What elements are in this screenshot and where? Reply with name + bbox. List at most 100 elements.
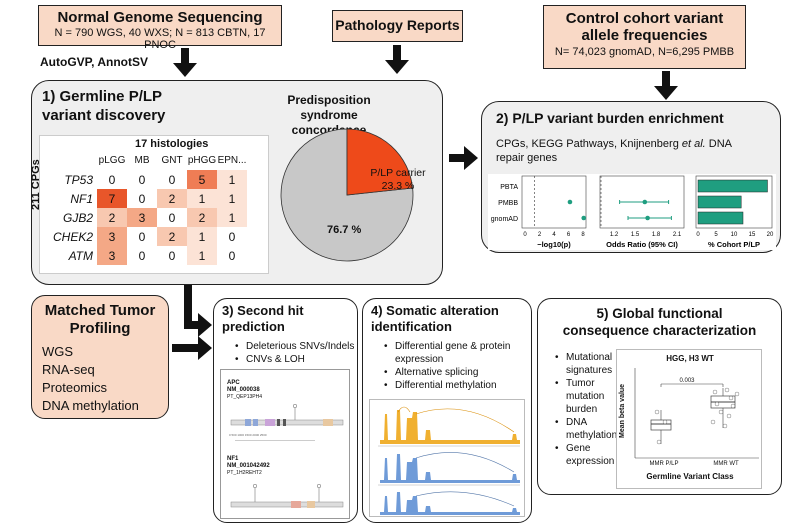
control-title-2: allele frequencies xyxy=(581,27,708,44)
panel4-bullet: Differential gene & protein expression xyxy=(384,340,528,366)
boxplot-xlabel: Germline Variant Class xyxy=(646,472,734,481)
plot2-tick: 2.1 xyxy=(673,232,682,238)
tumor-item: WGS xyxy=(42,344,74,359)
boxplot-svg xyxy=(634,368,759,459)
plot3-bar-pbta xyxy=(697,179,768,193)
plot1-tick: 6 xyxy=(567,232,571,238)
control-subtitle: N= 74,023 gnomAD, N=6,295 PMBB xyxy=(554,46,735,58)
heatmap-col-header: MB xyxy=(134,155,150,166)
concordance-pie xyxy=(280,128,414,262)
panel5-title-2: consequence characterization xyxy=(562,323,757,338)
plot2-tick: 1.8 xyxy=(652,232,661,238)
heatmap-gene-label: ATM xyxy=(68,248,94,263)
panel-global-functional: 5) Global functional consequence charact… xyxy=(537,298,782,495)
heatmap-cell: 0 xyxy=(97,170,128,189)
plot1-tick: 2 xyxy=(538,232,542,238)
plot3-tick: 15 xyxy=(749,232,756,238)
plot1-tick: 8 xyxy=(581,232,585,238)
panel4-bullet: Differential methylation xyxy=(384,379,528,392)
lollipop-legend xyxy=(235,440,315,452)
heatmap-cell: 1 xyxy=(217,189,248,208)
concordance-title: Predisposition syndrome concordance xyxy=(264,93,394,138)
plot2-tick: 1.5 xyxy=(631,232,640,238)
panel4-bullets: Differential gene & protein expression A… xyxy=(383,340,528,392)
svg-text:0 500 1000 1500 2000 2500: 0 500 1000 1500 2000 2500 xyxy=(229,433,267,437)
panel3-bullet: Deleterious SNVs/Indels xyxy=(235,340,354,353)
plot2-frame xyxy=(599,175,685,229)
heatmap-cell: 1 xyxy=(217,170,248,189)
plot3-xlabel: % Cohort P/LP xyxy=(708,240,760,249)
panel-second-hit: 3) Second hit prediction Deleterious SNV… xyxy=(213,298,358,523)
panel-burden-enrichment: 2) P/LP variant burden enrichment CPGs, … xyxy=(481,101,781,253)
tumor-title-2: Profiling xyxy=(69,320,131,337)
panel4-title: 4) Somatic alteration identification xyxy=(371,303,499,335)
plot2-tick: 1.2 xyxy=(610,232,619,238)
heatmap-cell: 0 xyxy=(127,189,158,208)
heatmap-cell: 1 xyxy=(187,189,218,208)
tumor-profiling-box: Matched Tumor Profiling WGS RNA-seq Prot… xyxy=(31,295,169,419)
heatmap-cell: 5 xyxy=(187,170,218,189)
heatmap-col-header: EPN... xyxy=(217,155,247,166)
boxplot-panel: HGG, H3 WT Mean beta value xyxy=(616,349,762,489)
boxplot-group-1: MMR P/LP xyxy=(649,461,679,467)
panel1-title-1: 1) Germline P/LP xyxy=(42,88,163,105)
plot1-frame xyxy=(521,175,587,229)
heatmap-col-header: GNT xyxy=(161,155,183,166)
plot1-xlabel: −log10(p) xyxy=(537,240,571,249)
panel1-title: 1) Germline P/LP variant discovery xyxy=(42,87,165,125)
plot2-xlabel: Odds Ratio (95% CI) xyxy=(606,240,678,249)
heatmap-cell: 1 xyxy=(217,208,248,227)
pie-slice-noncarrier xyxy=(280,128,414,262)
cohort-label: PMBB xyxy=(498,200,518,207)
tumor-title: Matched Tumor Profiling xyxy=(32,302,168,338)
panel2-desc-etal: et al. xyxy=(681,138,706,150)
heatmap-cell: 0 xyxy=(217,227,248,246)
heatmap-gene-label: GJB2 xyxy=(63,210,94,225)
pathology-box: Pathology Reports xyxy=(332,10,463,42)
tumor-title-1: Matched Tumor xyxy=(44,302,156,319)
panel1-title-2: variant discovery xyxy=(42,107,166,124)
normal-sequencing-box: Normal Genome Sequencing N = 790 WGS, 40… xyxy=(38,5,282,51)
heatmap-cell: 3 xyxy=(127,208,158,227)
connector-arrows xyxy=(172,285,212,360)
heatmap-col-header: pHGG xyxy=(187,155,217,166)
heatmap-cell: 1 xyxy=(187,227,218,246)
tools-label: AutoGVP, AnnotSV xyxy=(40,55,148,69)
heatmap-cell: 7 xyxy=(97,189,128,208)
plot1-point-gnomad xyxy=(581,215,587,221)
sequencing-title: Normal Genome Sequencing xyxy=(57,9,263,26)
panel3-bullet: CNVs & LOH xyxy=(235,353,354,366)
plot3-bar-gnomad xyxy=(697,211,744,225)
noncarrier-pct: 76.7 % xyxy=(327,224,362,236)
sequencing-subtitle: N = 790 WGS, 40 WXS; N = 813 CBTN, 17 PN… xyxy=(54,27,266,51)
carrier-label: P/LP carrier xyxy=(370,167,426,179)
lollipop-gene-2: NF1 xyxy=(227,456,239,462)
panel-somatic-alteration: 4) Somatic alteration identification Dif… xyxy=(362,298,532,523)
plot2-point-pmbb xyxy=(642,199,648,205)
heatmap-cell: 0 xyxy=(157,208,188,227)
lollipop-tx-2: NM_001042492 xyxy=(227,463,270,469)
panel5-bullet: Mutational signatures xyxy=(555,351,616,377)
panel3-title-1: 3) Second hit xyxy=(222,303,304,318)
arrow-down-pathology xyxy=(385,45,409,74)
panel5-bullets: Mutational signatures Tumor mutation bur… xyxy=(554,351,617,468)
boxplot-group-2: MMR WT xyxy=(713,461,739,467)
pie-slice-carrier xyxy=(346,128,414,196)
lollipop-plots: APC NM_000038 PT_QEP13PH4 0 500 1000 150… xyxy=(220,369,350,519)
plot1-tick: 4 xyxy=(552,232,556,238)
panel3-title: 3) Second hit prediction xyxy=(222,303,304,335)
heatmap-cell: 0 xyxy=(127,170,158,189)
panel5-title: 5) Global functional consequence charact… xyxy=(538,305,781,339)
pathology-title: Pathology Reports xyxy=(335,17,460,33)
lollipop-track-2 xyxy=(230,483,344,508)
heatmap-col-header: pLGG xyxy=(98,155,126,166)
plot3-tick: 10 xyxy=(731,232,738,238)
panel2-desc-3: repair genes xyxy=(496,152,558,164)
plot3-tick: 0 xyxy=(696,232,700,238)
sashimi-plots xyxy=(369,399,525,517)
heatmap-gene-label: TP53 xyxy=(64,172,94,187)
control-cohort-box: Control cohort variant allele frequencie… xyxy=(543,5,746,69)
